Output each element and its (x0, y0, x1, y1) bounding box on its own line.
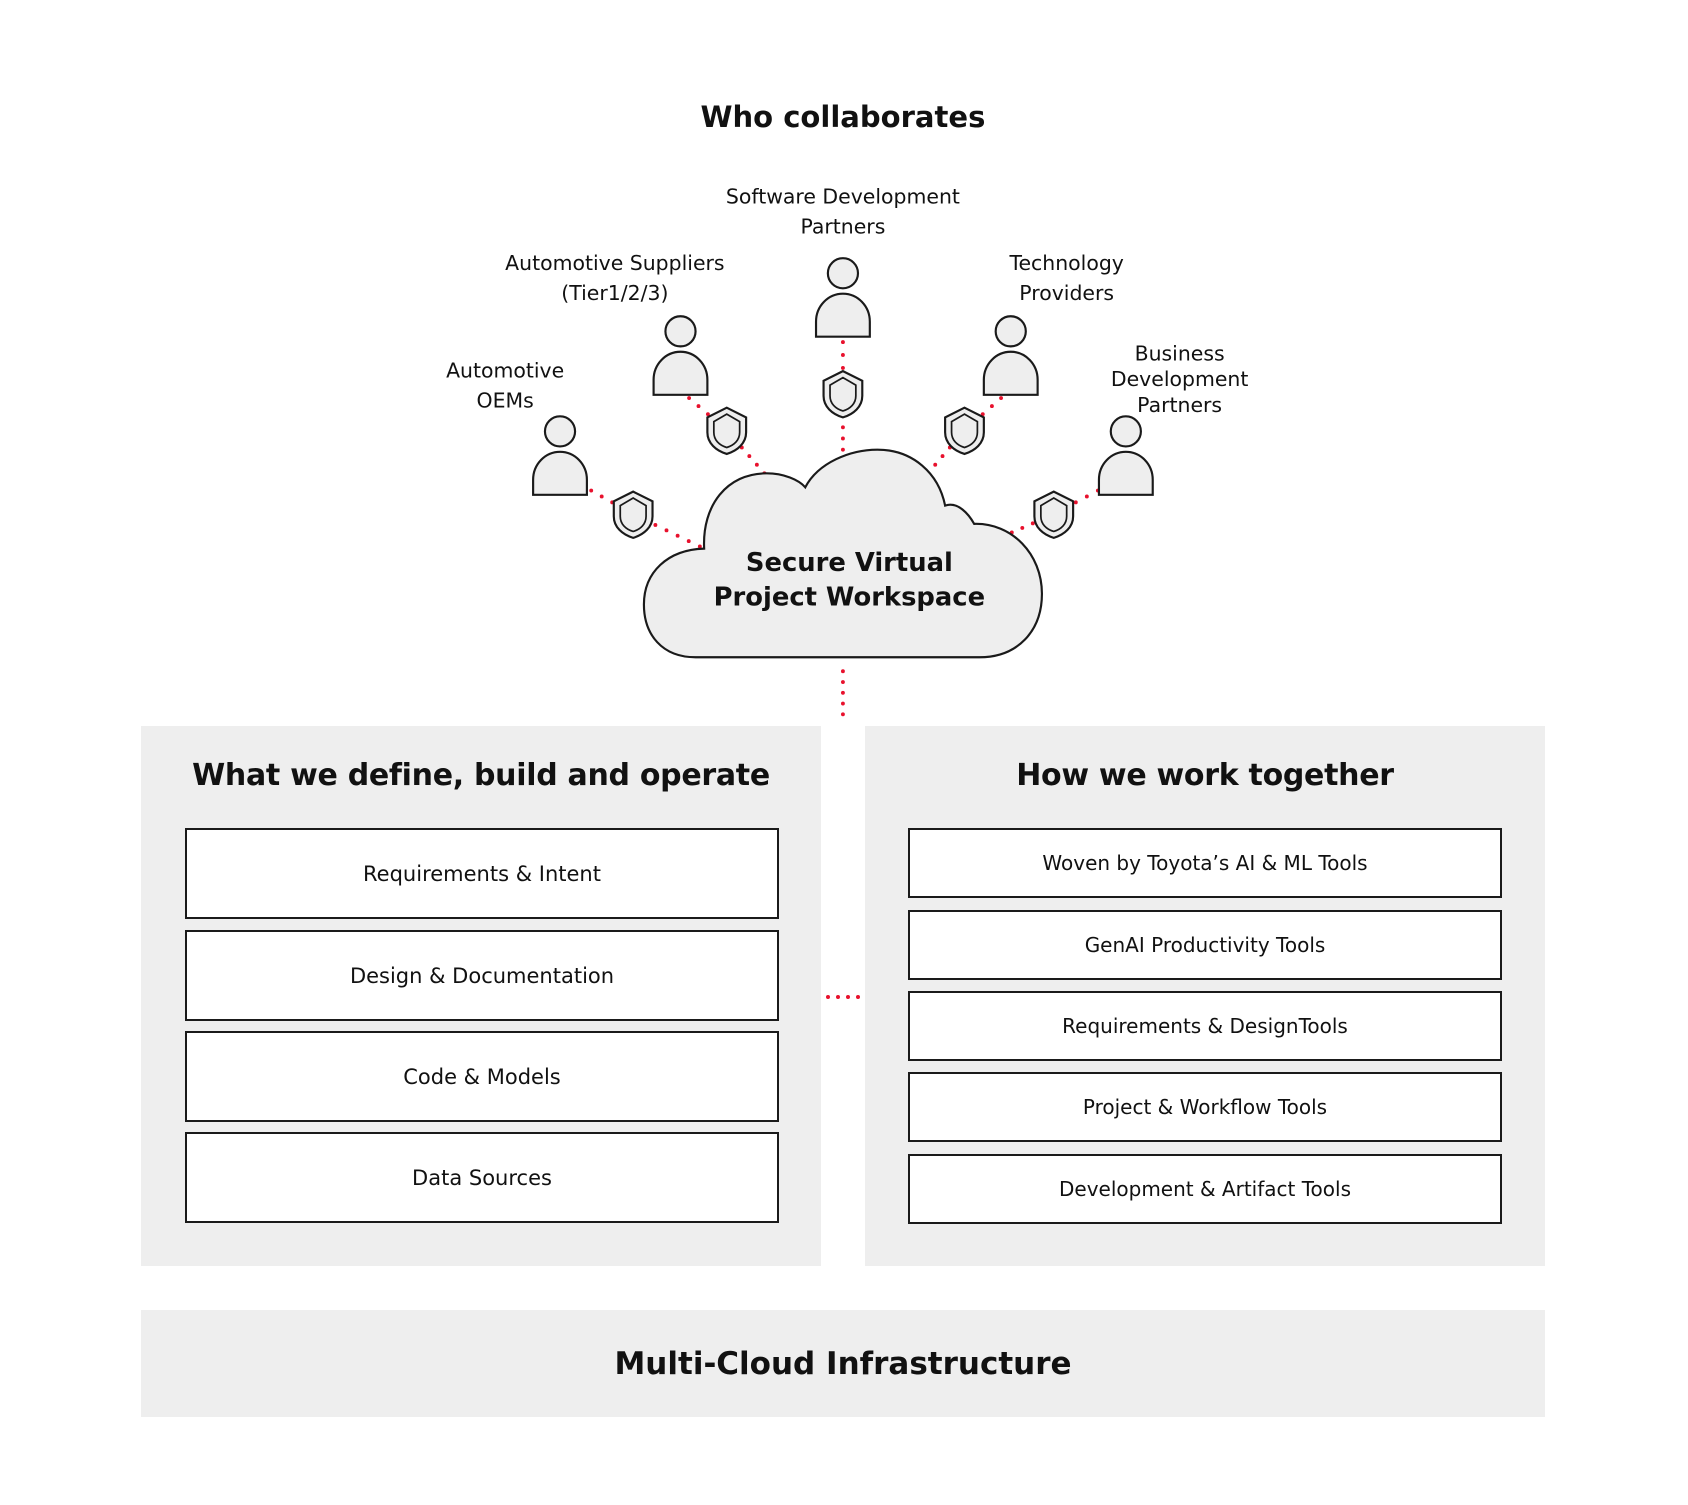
shield-icon (706, 406, 748, 456)
connector-dot (840, 353, 845, 357)
collaborator-label: Automotive Suppliers (505, 251, 724, 275)
right-item-requirements-design-tools: Requirements & DesignTools (908, 991, 1502, 1061)
connector-dot (940, 454, 945, 459)
right-item-development-artifact-tools: Development & Artifact Tools (908, 1154, 1502, 1224)
person-icon (652, 315, 709, 396)
diagram-title: Who collaborates (700, 100, 985, 134)
hub-label-line-2: Project Workspace (714, 583, 985, 613)
right-item-ai-ml-tools: Woven by Toyota’s AI & ML Tools (908, 828, 1502, 898)
hub-label-line-1: Secure Virtual (746, 548, 953, 578)
connector-dot (653, 523, 658, 527)
connector-dot (840, 447, 845, 452)
connector-dot (1020, 525, 1025, 530)
person-icon (532, 415, 588, 496)
connector-dot (696, 404, 701, 409)
right-panel-title: How we work together (1016, 758, 1394, 793)
multi-cloud-infrastructure-bar: Multi-Cloud Infrastructure (141, 1310, 1545, 1417)
connector-dot (705, 412, 710, 417)
connector-dot (687, 396, 692, 400)
right-panel: How we work together Woven by Toyota’s A… (865, 726, 1545, 1266)
left-item-design: Design & Documentation (185, 930, 779, 1021)
cloud-icon (642, 448, 1044, 659)
connector-dot (697, 544, 702, 549)
connector-dot (675, 533, 680, 538)
collaborator-label: Technology (1008, 251, 1123, 275)
connector-dot (840, 669, 845, 674)
connector-dot (840, 365, 845, 370)
left-item-requirements: Requirements & Intent (185, 828, 779, 919)
collaboration-diagram: Who collaborates AutomotiveOEMsAutomotiv… (446, 100, 1248, 717)
collaborator-label: Development (1111, 367, 1248, 391)
vertical-connector (840, 669, 845, 717)
connector-dot (840, 690, 845, 695)
connector-dot (599, 494, 604, 499)
connector-dot (840, 712, 845, 717)
connector-dot (840, 436, 845, 441)
shield-icon (944, 406, 985, 456)
collaborator-label: Providers (1019, 281, 1114, 305)
shield-icon (822, 369, 864, 419)
left-panel: What we define, build and operate Requir… (141, 726, 821, 1266)
person-icon (982, 315, 1039, 396)
collaborator-label: Software Development (726, 184, 960, 208)
collaborator-icons (532, 257, 1154, 496)
connector-dot (686, 539, 691, 544)
right-item-genai-tools: GenAI Productivity Tools (908, 910, 1502, 980)
connector-dot (933, 462, 938, 467)
connector-dot (1084, 494, 1089, 499)
security-shields (612, 369, 1075, 539)
connector-dot (989, 404, 994, 409)
collaborator-label: OEMs (477, 389, 534, 413)
connector-dot (1030, 521, 1035, 526)
left-item-code: Code & Models (185, 1031, 779, 1122)
person-icon (814, 257, 871, 338)
cloud-to-panels-connector (840, 669, 845, 717)
collaborator-label: Partners (1137, 393, 1222, 417)
right-item-project-workflow-tools: Project & Workflow Tools (908, 1072, 1502, 1142)
collaborator-label: Automotive (446, 359, 564, 383)
connector-dot (747, 454, 752, 459)
connector-dot (664, 528, 669, 533)
panel-link-dots (826, 995, 860, 999)
collaborator-label: Business (1135, 341, 1225, 365)
connector-dot (840, 425, 845, 430)
shield-icon (1033, 490, 1075, 539)
collaborator-label: Partners (800, 214, 885, 238)
connector-dot (980, 412, 985, 417)
connector-dot (840, 340, 845, 345)
left-item-data: Data Sources (185, 1132, 779, 1223)
person-icon (1097, 415, 1154, 496)
connector-dot (589, 488, 594, 493)
shield-icon (612, 490, 654, 539)
left-panel-title: What we define, build and operate (192, 758, 770, 793)
connector-dot (999, 396, 1003, 400)
connector-dot (840, 680, 845, 684)
connector-dot (754, 462, 759, 467)
connector-dot (1073, 500, 1078, 505)
connector-dot (840, 701, 845, 706)
collaborator-label: (Tier1/2/3) (561, 281, 668, 305)
